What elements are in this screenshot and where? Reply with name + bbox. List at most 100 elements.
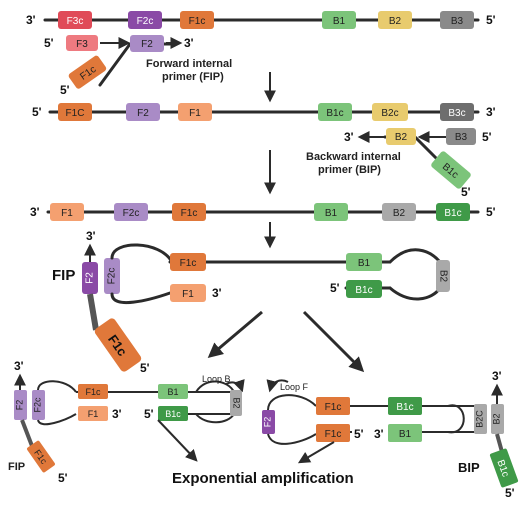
- right-segment-b1: [388, 424, 422, 442]
- left-end-3-top: 3': [14, 359, 24, 373]
- row3-segment-f1c: [172, 203, 206, 221]
- right-loop-curved-arrow: [266, 379, 289, 393]
- right-segment-b1c: [388, 397, 422, 415]
- left-label-b1c: B1c: [165, 409, 181, 419]
- row1-label-b3: B3: [451, 16, 464, 27]
- left-loop-f-top: [37, 380, 77, 393]
- row1-segment-f2c: [128, 11, 162, 29]
- left-loop-b-top: [195, 380, 235, 393]
- row2-label-b2c: B2c: [381, 108, 398, 119]
- dumbbell-end-5-stem: 5': [140, 361, 150, 375]
- right-end-3-top: 3': [492, 369, 502, 383]
- row2-segment-b1c: [318, 103, 352, 121]
- fip-segment-f1c: [68, 55, 107, 89]
- left-segment-b1: [158, 384, 188, 399]
- left-label-b1: B1: [167, 387, 178, 397]
- left-segment-f1c-stem: [27, 440, 55, 473]
- row2-label-f2: F2: [137, 108, 149, 119]
- right-end-5-mid: 5': [354, 427, 364, 441]
- row2-segment-f1: [178, 103, 212, 121]
- left-loop-structure: 3' F2 F2c F1c F1 3' B1 5' B1c B2 Loop B …: [8, 359, 245, 485]
- right-segment-f2: [262, 410, 275, 434]
- right-label-bip: BIP: [458, 460, 480, 475]
- bip-end-5-right: 5': [482, 130, 492, 144]
- right-label-b1: B1: [399, 429, 412, 440]
- dumbbell-segment-f1: [170, 284, 206, 302]
- left-label-f2: F2: [14, 400, 24, 411]
- right-segment-f1c-lower: [316, 424, 350, 442]
- row2-segment-b3c: [440, 103, 474, 121]
- left-end-5-left: 5': [144, 407, 154, 421]
- left-end-3-mid: 3': [112, 407, 122, 421]
- row1-end-right: 5': [486, 13, 496, 27]
- left-stem-linker: [20, 419, 34, 447]
- left-label-b2: B2: [232, 397, 242, 408]
- left-segment-f2: [14, 390, 27, 420]
- left-segment-f1c: [78, 384, 108, 399]
- right-loop-b: [447, 404, 465, 434]
- dumbbell-left-loop-top: [110, 243, 174, 264]
- left-segment-b2: [230, 390, 242, 416]
- dumbbell-label-b1: B1: [358, 258, 371, 269]
- dumbbell-right-loop-top: [388, 248, 442, 264]
- bip-label-b3: B3: [455, 132, 468, 143]
- row1-segment-f3c: [58, 11, 92, 29]
- dumbbell-segment-b2: [436, 260, 450, 292]
- right-label-f1c: F1c: [325, 402, 342, 413]
- left-label-f2c: F2c: [32, 397, 42, 413]
- bip-label-b2: B2: [395, 132, 408, 143]
- row3-segment-b1c: [436, 203, 470, 221]
- right-label-f1c-lower: F1c: [325, 429, 342, 440]
- dumbbell-right-loop-bottom: [388, 286, 442, 301]
- dumbbell-stem-linker: [87, 293, 99, 331]
- row1-template-strand: 3' 5' F3c F2c F1c B1 B2 B3: [26, 11, 496, 29]
- row3-label-f1c: F1c: [181, 208, 198, 219]
- row1-label-f3c: F3c: [67, 16, 84, 27]
- left-segment-f1: [78, 406, 108, 421]
- dumbbell-label-fip: FIP: [52, 267, 75, 284]
- row3-segment-b1: [314, 203, 348, 221]
- row1-segment-b3: [440, 11, 474, 29]
- row1-label-b2: B2: [389, 16, 402, 27]
- dumbbell-segment-f2c: [104, 258, 120, 294]
- row3-label-b1c: B1c: [444, 208, 461, 219]
- left-segment-f2c: [32, 390, 45, 420]
- left-label-f1c: F1c: [85, 387, 101, 397]
- row1-segment-b2: [378, 11, 412, 29]
- right-end-5-stem: 5': [505, 486, 515, 500]
- row3-segment-f1: [50, 203, 84, 221]
- bip-segment-b1c: [431, 151, 471, 189]
- fip-caption-line2: primer (FIP): [162, 71, 224, 83]
- bip-end-3: 3': [344, 130, 354, 144]
- row2-segment-b2c: [372, 103, 408, 121]
- dumbbell-end-3-top: 3': [86, 229, 96, 243]
- fip-end-5-bottom: 5': [60, 83, 70, 97]
- row2-label-f1: F1: [189, 108, 201, 119]
- row3-label-f1: F1: [61, 208, 73, 219]
- row2-label-b3c: B3c: [448, 108, 465, 119]
- left-label-f1: F1: [88, 409, 99, 419]
- split-arrow-left: [207, 310, 263, 358]
- fip-label-f2: F2: [141, 39, 153, 50]
- right-segment-b1c-stem: [489, 448, 519, 488]
- left-loop-curved-arrow: [225, 378, 245, 393]
- row2-label-b1c: B1c: [326, 108, 343, 119]
- dumbbell-end-3-mid: 3': [212, 286, 222, 300]
- row2-label-f1c: F1C: [66, 108, 85, 119]
- dumbbell-label-f2: F2: [85, 272, 96, 284]
- row1-label-b1: B1: [333, 16, 346, 27]
- right-loop-label: Loop F: [280, 382, 309, 392]
- left-loop-f-bottom: [37, 413, 77, 426]
- fip-caption-line1: Forward internal: [146, 58, 232, 70]
- right-label-f2: F2: [262, 417, 272, 428]
- fip-segment-f3: [66, 35, 98, 51]
- row1-end-left: 3': [26, 13, 36, 27]
- row2-strand: 5' 3' F1C F2 F1 B1c B2c B3c: [32, 103, 496, 121]
- split-arrow-right: [302, 310, 365, 373]
- dumbbell-structure: 3' FIP F2 F2c F1c F1 3' B1 5' B1c B2 F1c…: [52, 229, 450, 375]
- right-loop-f-top: [267, 394, 317, 411]
- right-end-3-left: 3': [374, 427, 384, 441]
- row3-end-left: 3': [30, 205, 40, 219]
- dumbbell-label-b2: B2: [437, 270, 448, 283]
